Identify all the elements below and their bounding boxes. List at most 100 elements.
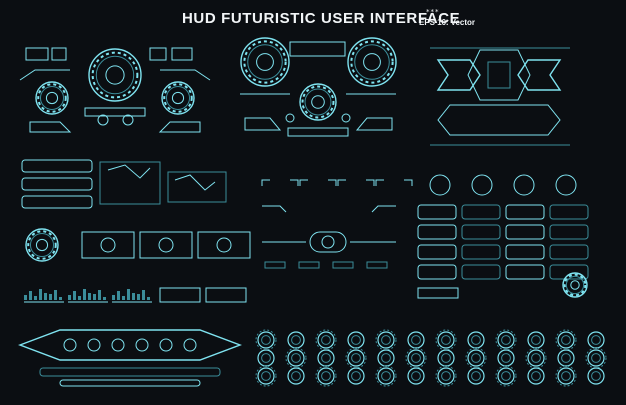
frame-shape [461, 204, 501, 220]
ring-shape [441, 335, 451, 345]
ring-shape [471, 174, 493, 196]
panel-card-widgets [21, 159, 227, 209]
ring-shape [527, 331, 545, 349]
frame-shape [505, 204, 545, 220]
frame-shape [264, 261, 286, 269]
ring-shape [437, 331, 455, 349]
dial-ticks [563, 273, 587, 297]
path-shape [355, 117, 393, 131]
frame-shape [122, 296, 125, 300]
frame-shape [137, 294, 140, 300]
ring-shape [557, 331, 575, 349]
ring-ticks [315, 365, 337, 387]
frame-shape [83, 289, 86, 300]
frame-shape [59, 297, 62, 300]
ring-shape [429, 174, 451, 196]
ring-shape [291, 371, 301, 381]
ring-shape [311, 95, 325, 109]
dial-ticks [301, 85, 335, 119]
ring-ticks [585, 347, 607, 369]
ring-shape [531, 371, 541, 381]
ring-shape [467, 367, 485, 385]
ring-shape [561, 353, 571, 363]
path-shape [261, 179, 270, 186]
ring-ticks [285, 347, 307, 369]
frame-shape [49, 294, 52, 300]
frame-shape [99, 161, 161, 205]
ring-shape [261, 353, 271, 363]
frame-shape [167, 171, 227, 203]
dial-ticks [243, 40, 287, 84]
frame-shape [84, 107, 146, 117]
path-shape [371, 205, 396, 213]
frame-shape [81, 231, 135, 259]
ring-shape [183, 338, 197, 352]
ring-shape [561, 335, 571, 345]
path-shape [160, 69, 211, 81]
frame-shape [549, 244, 589, 260]
path-shape [262, 205, 287, 213]
ring-shape [317, 331, 335, 349]
ring-ticks [255, 329, 277, 351]
frame-shape [332, 261, 354, 269]
ring-ticks [435, 329, 457, 351]
ring-shape [557, 349, 575, 367]
ring-shape [411, 335, 421, 345]
frame-shape [59, 379, 201, 387]
ring-ticks [345, 347, 367, 369]
ring-shape [437, 367, 455, 385]
ring-shape [291, 335, 301, 345]
ring-shape [497, 349, 515, 367]
ring-shape [240, 37, 290, 87]
path-shape [18, 329, 242, 361]
ring-shape [216, 237, 232, 253]
dial-ticks [350, 40, 394, 84]
ring-shape [501, 335, 511, 345]
path-shape [404, 179, 413, 186]
ring-shape [591, 353, 601, 363]
ring-shape [471, 335, 481, 345]
frame-shape [205, 287, 247, 303]
ring-shape [45, 91, 59, 105]
ring-shape [261, 371, 271, 381]
ring-shape [317, 349, 335, 367]
ring-shape [527, 367, 545, 385]
panel-dashboard-gauges-left [19, 47, 211, 133]
frame-shape [461, 224, 501, 240]
ring-shape [347, 331, 365, 349]
ring-shape [471, 371, 481, 381]
ring-shape [381, 371, 391, 381]
path-shape [290, 179, 299, 186]
frame-shape [309, 231, 347, 253]
frame-shape [149, 47, 167, 61]
panel-frames-grid [417, 174, 589, 299]
ring-shape [135, 338, 149, 352]
ring-shape [287, 367, 305, 385]
panel-circle-gauges [25, 228, 251, 262]
frame-shape [68, 295, 71, 300]
ring-shape [63, 338, 77, 352]
ring-shape [97, 114, 109, 126]
ring-shape [377, 349, 395, 367]
path-shape [19, 69, 70, 81]
path-shape [29, 121, 72, 133]
frame-shape [147, 297, 150, 300]
page-title: HUD FUTURISTIC USER INTERFACE [182, 10, 461, 27]
path-shape [436, 59, 481, 91]
frame-shape [51, 47, 67, 61]
path-shape [158, 121, 201, 133]
frame-shape [117, 291, 120, 300]
panel-target-brackets [261, 179, 413, 269]
ring-shape [299, 83, 337, 121]
ring-shape [513, 174, 535, 196]
ring-shape [321, 371, 331, 381]
ring-shape [256, 53, 274, 71]
frame-shape [549, 224, 589, 240]
ring-shape [411, 353, 421, 363]
ring-shape [165, 85, 191, 111]
ring-shape [531, 335, 541, 345]
ring-shape [555, 174, 577, 196]
frame-shape [298, 261, 320, 269]
ring-shape [587, 349, 605, 367]
